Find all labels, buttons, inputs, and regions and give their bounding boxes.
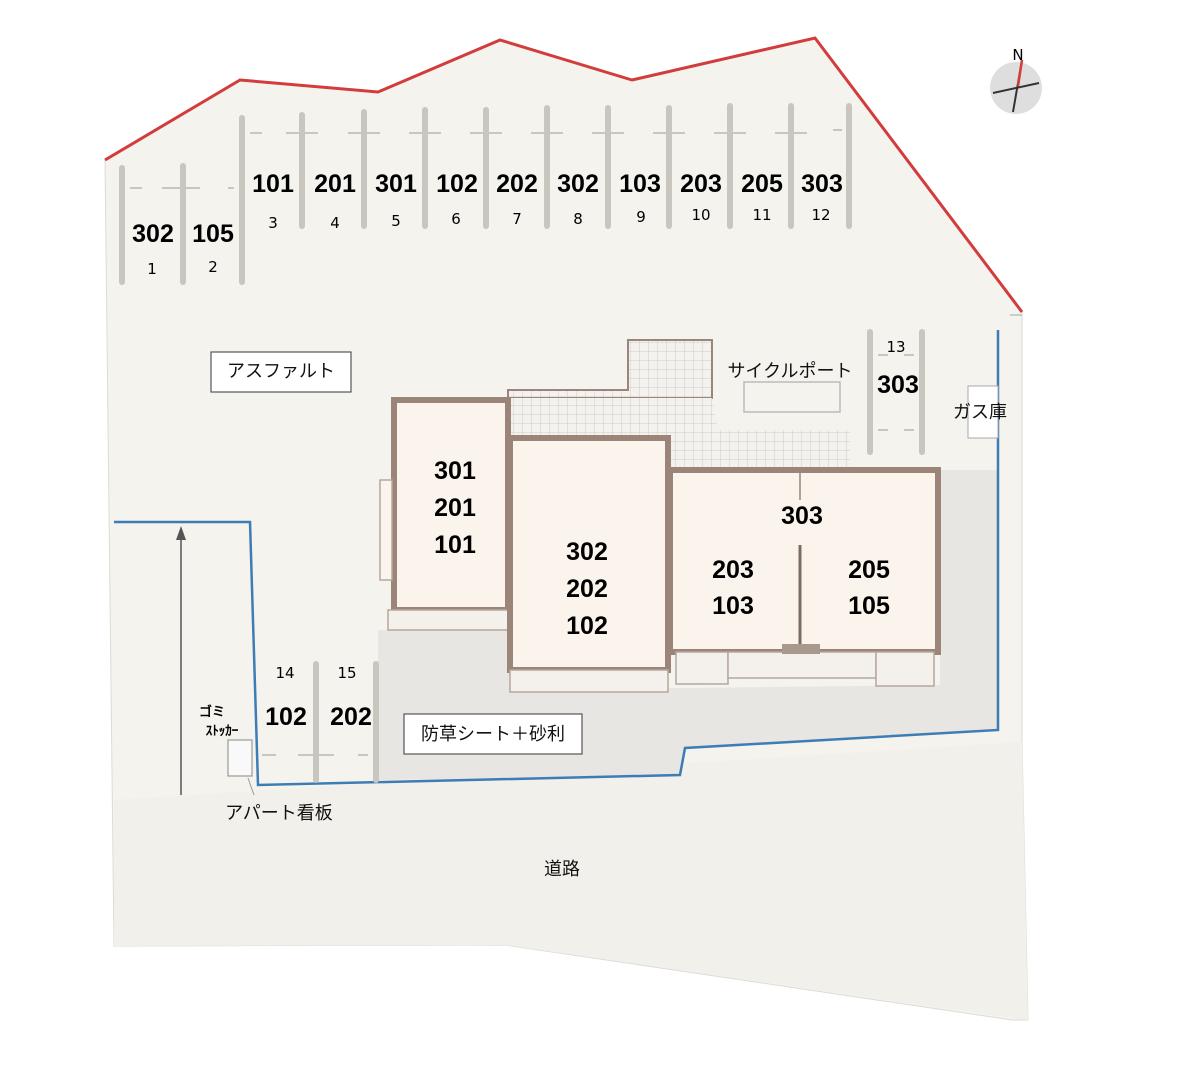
building-c xyxy=(667,467,941,655)
apartment-sign-label: アパート看板 xyxy=(225,803,333,824)
parking-slot-labels: 302 1 105 2 101 3 201 4 301 5 102 6 202 … xyxy=(132,170,919,731)
garbage-label-2: ｽﾄｯｶｰ xyxy=(206,724,239,739)
slot-5-number: 5 xyxy=(391,212,401,230)
slot-10-unit: 203 xyxy=(680,170,722,198)
compass-north-label: N xyxy=(1012,46,1023,64)
building-a-unit-bottom: 101 xyxy=(434,531,476,559)
road-area xyxy=(114,742,1028,1020)
building-c-unit-top: 303 xyxy=(781,502,823,530)
slot-11-unit: 205 xyxy=(741,170,783,198)
road-label: 道路 xyxy=(544,859,580,880)
slot-14-number: 14 xyxy=(275,664,294,682)
slot-7-unit: 202 xyxy=(496,170,538,198)
slot-6-number: 6 xyxy=(451,210,461,228)
building-b-unit-bottom: 102 xyxy=(566,612,608,640)
building-c-balcony-mid xyxy=(727,651,877,679)
gas-storage-label: ガス庫 xyxy=(953,402,1007,423)
building-c-right-unit-bottom: 105 xyxy=(848,592,890,620)
slot-12-unit: 303 xyxy=(801,170,843,198)
slot-15-unit: 202 xyxy=(330,703,372,731)
slot-12-number: 12 xyxy=(811,206,830,224)
asphalt-label-box xyxy=(210,351,352,393)
gravel-label: 防草シート＋砂利 xyxy=(421,724,565,745)
gravel-area xyxy=(378,470,998,780)
building-b-balcony xyxy=(509,669,669,693)
building-a-bay xyxy=(379,479,393,581)
building-a-balcony xyxy=(387,609,511,631)
cycle-port-structure xyxy=(743,381,841,413)
slot-14-unit: 102 xyxy=(265,703,307,731)
slot-11-number: 11 xyxy=(752,206,771,224)
slot-13-number: 13 xyxy=(886,338,905,356)
slot-4-number: 4 xyxy=(330,214,340,232)
slot-1-number: 1 xyxy=(147,260,157,278)
north-boundary-line xyxy=(104,36,1024,313)
parking-dividers xyxy=(119,103,925,783)
slot-3-unit: 101 xyxy=(252,170,294,198)
building-a-unit-mid: 201 xyxy=(434,494,476,522)
slot-3-number: 3 xyxy=(268,214,278,232)
building-c-left-unit-top: 203 xyxy=(712,556,754,584)
slot-7-number: 7 xyxy=(512,210,522,228)
slot-2-number: 2 xyxy=(208,258,218,276)
slot-2-unit: 105 xyxy=(192,220,234,248)
unit-labels: 301 201 101 302 202 102 303 203 103 205 … xyxy=(434,457,890,640)
slot-10-number: 10 xyxy=(691,206,710,224)
asphalt-label: アスファルト xyxy=(227,361,335,382)
building-c-left-unit-bottom: 103 xyxy=(712,592,754,620)
sign-post xyxy=(247,777,255,796)
parking-ticks xyxy=(130,129,914,756)
slot-1-unit: 302 xyxy=(132,220,174,248)
slot-5-unit: 301 xyxy=(375,170,417,198)
slot-4-unit: 201 xyxy=(314,170,356,198)
gas-storage-box xyxy=(967,385,999,439)
building-b-unit-mid: 202 xyxy=(566,575,608,603)
property-boundary-line xyxy=(114,330,1000,787)
slot-13-unit: 303 xyxy=(877,371,919,399)
slot-15-number: 15 xyxy=(337,664,356,682)
slot-8-number: 8 xyxy=(573,210,583,228)
entry-arrowhead xyxy=(176,526,186,540)
building-c-balcony-left xyxy=(675,651,729,685)
building-b-unit-top: 302 xyxy=(566,538,608,566)
slot-8-unit: 302 xyxy=(557,170,599,198)
slot-9-number: 9 xyxy=(636,208,646,226)
building-c-balcony-right xyxy=(875,651,935,687)
building-c-unit xyxy=(782,644,820,654)
slot-9-unit: 103 xyxy=(619,170,661,198)
building-a-unit-top: 301 xyxy=(434,457,476,485)
compass-icon: N xyxy=(990,46,1042,114)
garbage-label-1: ゴミ xyxy=(199,704,225,720)
courtyard-tiles-lower xyxy=(508,398,850,510)
slot-6-unit: 102 xyxy=(436,170,478,198)
building-c-right-unit-top: 205 xyxy=(848,556,890,584)
gravel-label-box xyxy=(403,713,583,755)
cycle-port-label: サイクルポート xyxy=(727,361,852,382)
garbage-stocker-box xyxy=(227,739,253,777)
